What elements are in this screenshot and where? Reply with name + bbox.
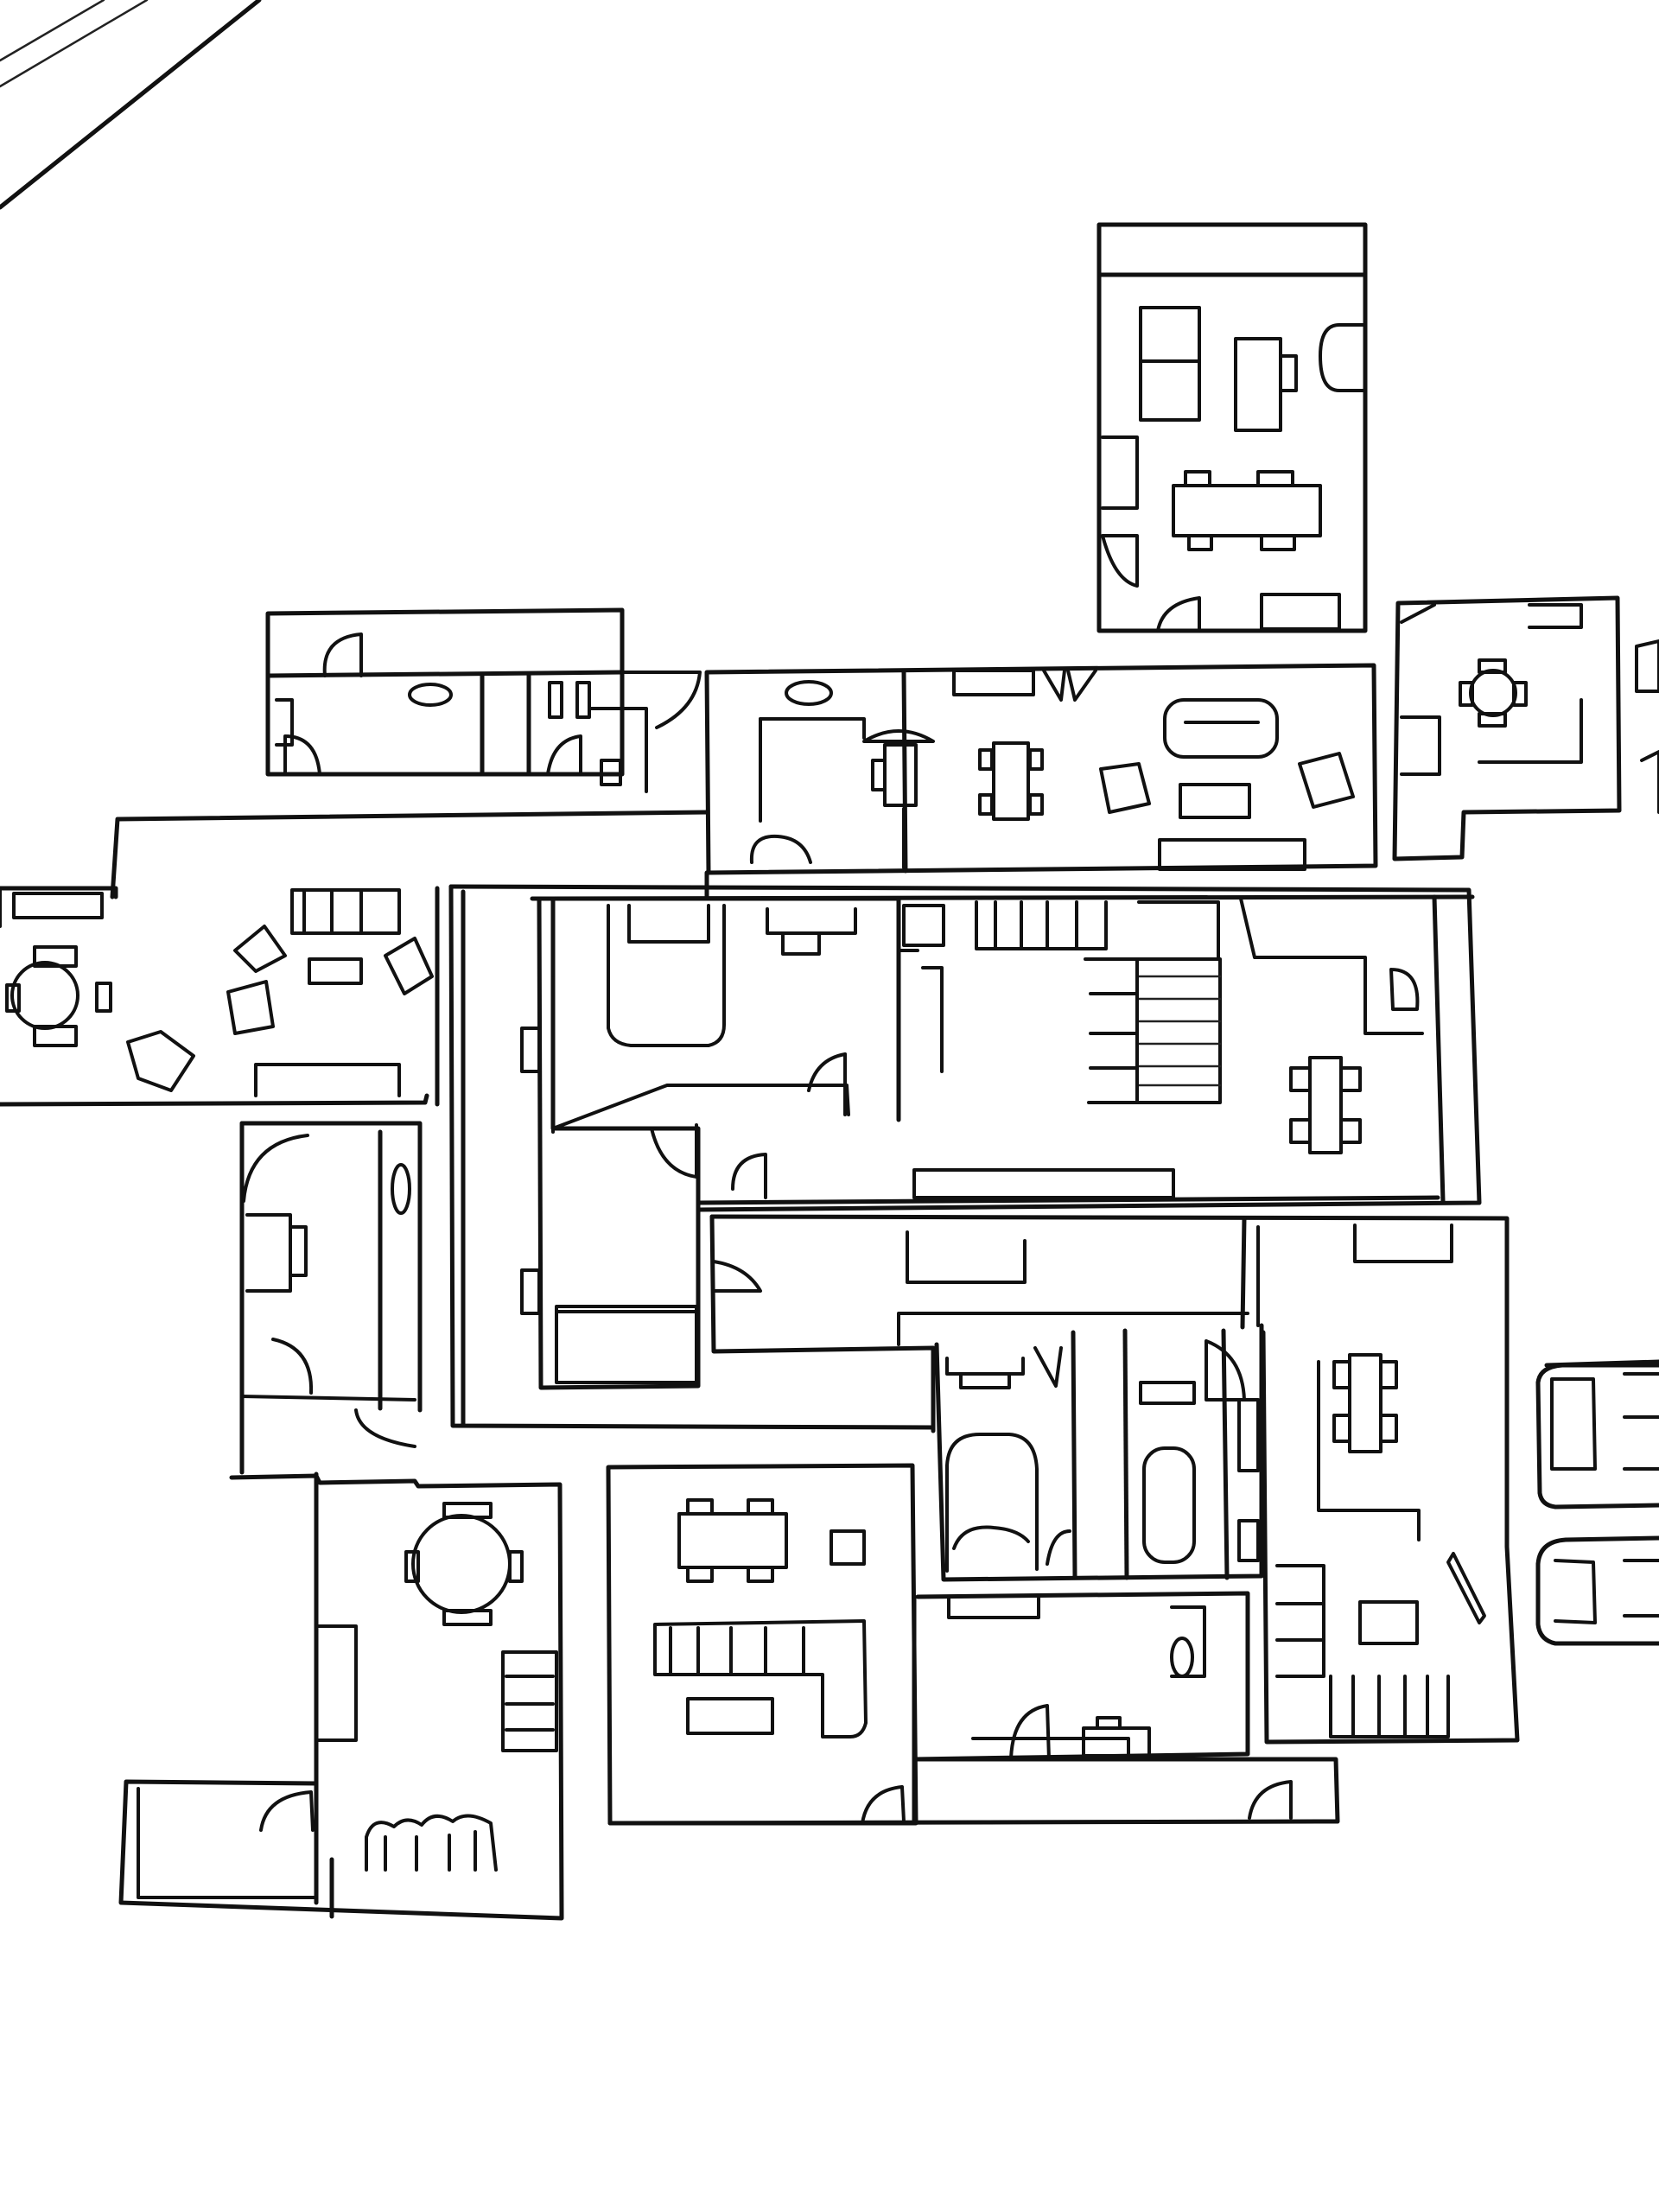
top-tower-room xyxy=(1096,222,1368,633)
lower-living-room xyxy=(606,1463,918,1826)
bottom-left-room xyxy=(118,1471,564,1921)
center-lower-block xyxy=(934,1323,1264,1582)
left-terrace xyxy=(0,810,709,1107)
lower-center-rooms xyxy=(607,1591,1340,1826)
upper-left-block xyxy=(265,607,702,793)
upper-right-corner-room xyxy=(1392,595,1659,861)
far-right-parking xyxy=(1535,1359,1659,1646)
left-lower-rooms xyxy=(239,1121,423,1475)
top-middle-block xyxy=(704,663,1378,901)
middle-corridor xyxy=(709,1214,1520,1745)
main-center-block xyxy=(448,884,1482,1430)
corner-pencil-lines xyxy=(0,0,262,210)
